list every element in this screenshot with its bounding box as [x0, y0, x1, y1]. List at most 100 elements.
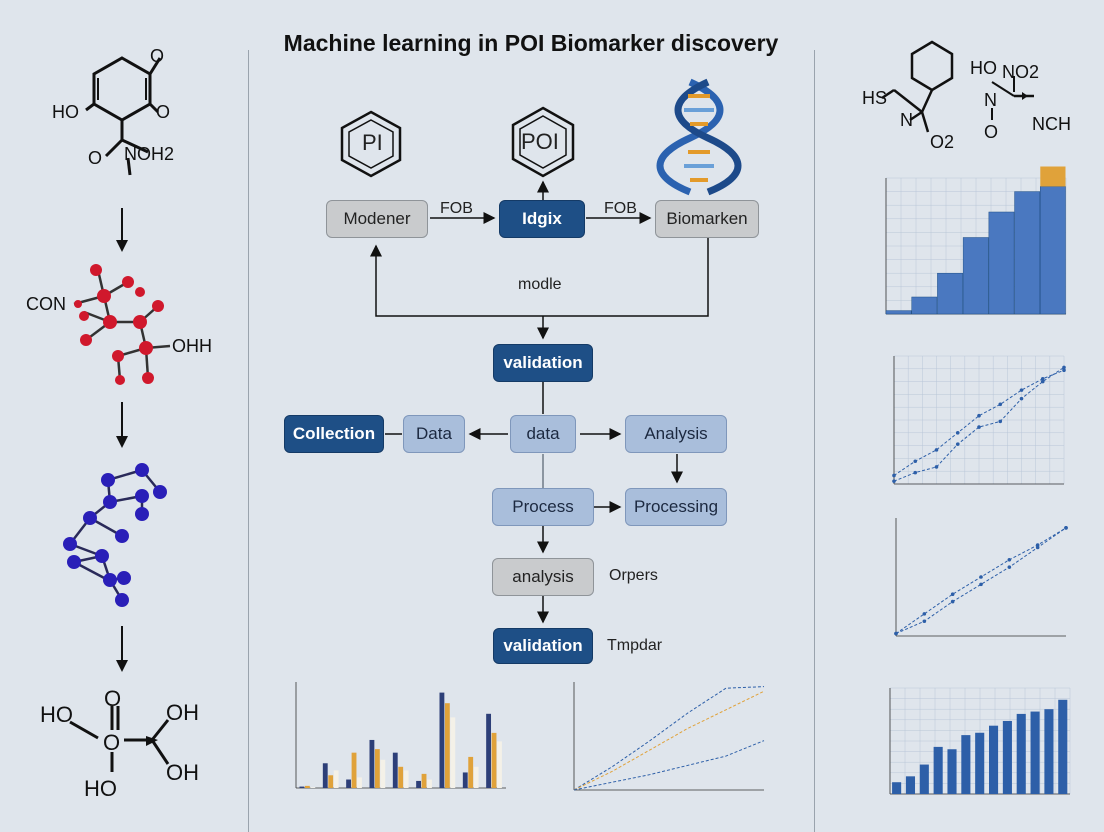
poi-label: POI	[521, 129, 559, 154]
right-mol-no2: NO2	[1002, 62, 1039, 82]
right-mol-n2: N	[984, 90, 997, 110]
data-point	[934, 465, 939, 469]
mol4-o-top: O	[104, 686, 121, 711]
bar	[911, 296, 938, 315]
data-point	[955, 431, 960, 435]
data-point	[1007, 565, 1012, 569]
data-point	[979, 575, 983, 579]
bar	[427, 779, 432, 788]
mol4-oh1: OH	[166, 700, 199, 725]
data-point	[913, 459, 918, 464]
mol4-o-mid: O	[103, 730, 120, 755]
bar	[473, 766, 479, 788]
bar	[392, 752, 398, 788]
bar	[491, 732, 497, 788]
series-line	[573, 690, 765, 791]
bar-cap	[1040, 166, 1066, 187]
mol4-oh2: OH	[166, 760, 199, 785]
mol4-ho2: HO	[84, 776, 117, 801]
right-mol-ho: HO	[970, 58, 997, 78]
data-point	[1040, 379, 1045, 384]
mol2-ohh: OHH	[172, 336, 212, 356]
bar	[905, 776, 916, 794]
bar	[962, 237, 989, 315]
bar	[1044, 709, 1054, 794]
bar	[989, 725, 999, 794]
data-point	[1062, 365, 1066, 370]
bar	[497, 741, 502, 788]
bar	[444, 703, 450, 788]
bar	[988, 211, 1015, 315]
data-point	[977, 413, 981, 418]
node-collection: Collection	[284, 415, 384, 453]
mol2-con: CON	[26, 294, 66, 314]
series-line	[573, 686, 765, 791]
mol4-ho1: HO	[40, 702, 73, 727]
bar	[1016, 713, 1026, 794]
data-point	[894, 631, 898, 636]
right-mol-n: N	[900, 110, 913, 130]
data-point	[1062, 368, 1066, 373]
right-mol-o2: O2	[930, 132, 954, 152]
bar	[310, 787, 316, 788]
data-point	[998, 402, 1003, 407]
bar	[937, 272, 963, 315]
node-modener: Modener	[326, 200, 428, 238]
node-processing: Processing	[625, 488, 727, 526]
data-point	[1064, 526, 1068, 530]
mol1-o-right: O	[156, 102, 170, 122]
right-divider	[814, 50, 815, 832]
bar	[486, 713, 492, 788]
molecule-1: O HO O O NOH2 CON OHH	[26, 46, 212, 801]
bar	[933, 746, 943, 794]
bar	[421, 773, 427, 788]
data-point	[955, 442, 960, 446]
molecule-right: HS N O2 HO NO2 N O NCH	[862, 40, 1071, 152]
series-line	[573, 740, 765, 791]
bar	[975, 732, 985, 794]
chart-bottom-2-line	[573, 682, 765, 791]
right-mol-o: O	[984, 122, 998, 142]
bar	[1002, 720, 1012, 794]
label-orpers: Orpers	[609, 567, 658, 584]
data-point	[892, 473, 896, 478]
chart-right-4-bar	[889, 687, 1071, 795]
data-point	[1019, 396, 1024, 401]
bar	[947, 749, 957, 794]
bar	[1040, 186, 1066, 315]
bar	[892, 782, 902, 794]
data-point	[1007, 557, 1012, 562]
bar	[333, 770, 339, 788]
data-point	[1040, 376, 1045, 381]
mol1-ho: HO	[52, 102, 79, 122]
bar	[369, 739, 375, 788]
data-point	[922, 612, 927, 616]
bar	[416, 780, 422, 788]
data-point	[1019, 388, 1024, 392]
pi-hexagon-icon	[340, 110, 402, 178]
bar	[468, 756, 474, 788]
label-fob-1: FOB	[440, 200, 473, 217]
label-modle: modle	[518, 276, 562, 293]
label-fob-2: FOB	[604, 200, 637, 217]
poi-hexagon-icon	[511, 106, 575, 178]
mol1-o-top: O	[150, 46, 164, 66]
bar	[351, 752, 357, 788]
label-tmpdar: Tmpdar	[607, 637, 663, 654]
mol1-o-bottom: O	[88, 148, 102, 168]
pi-label: PI	[362, 130, 383, 155]
data-point	[979, 582, 983, 587]
bar	[380, 759, 386, 788]
bar	[304, 785, 310, 788]
bar	[346, 779, 352, 788]
data-point	[950, 599, 955, 604]
series-line	[893, 366, 1065, 482]
bar	[398, 766, 404, 788]
bar	[374, 749, 380, 788]
chart-right-1-bar	[885, 166, 1067, 315]
data-point	[934, 448, 939, 452]
node-biomarken: Biomarken	[655, 200, 759, 238]
blue-atoms	[63, 463, 167, 607]
bar	[1058, 699, 1068, 794]
